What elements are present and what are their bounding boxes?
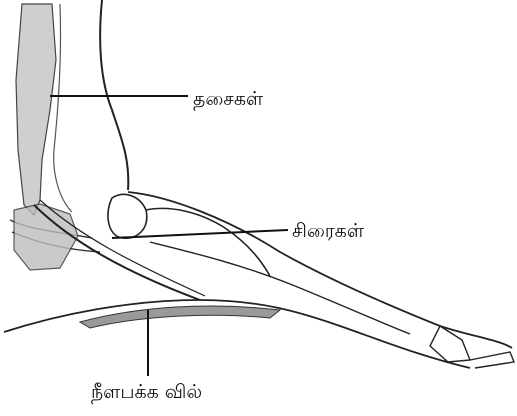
foot-dorsum bbox=[128, 192, 512, 348]
heel-shading bbox=[14, 204, 78, 270]
ankle-bones bbox=[108, 194, 147, 238]
arch-shading bbox=[80, 306, 280, 328]
tarsal-bones bbox=[146, 208, 270, 276]
leg-muscle-shading bbox=[16, 4, 56, 215]
leg-inner-line bbox=[54, 4, 72, 212]
metatarsal-outline bbox=[150, 242, 410, 334]
label-longitudinal-arch: நீளபக்க வில் bbox=[91, 383, 202, 402]
label-muscles: தசைகள் bbox=[193, 90, 263, 109]
label-veins: சிரைகள் bbox=[292, 222, 364, 241]
